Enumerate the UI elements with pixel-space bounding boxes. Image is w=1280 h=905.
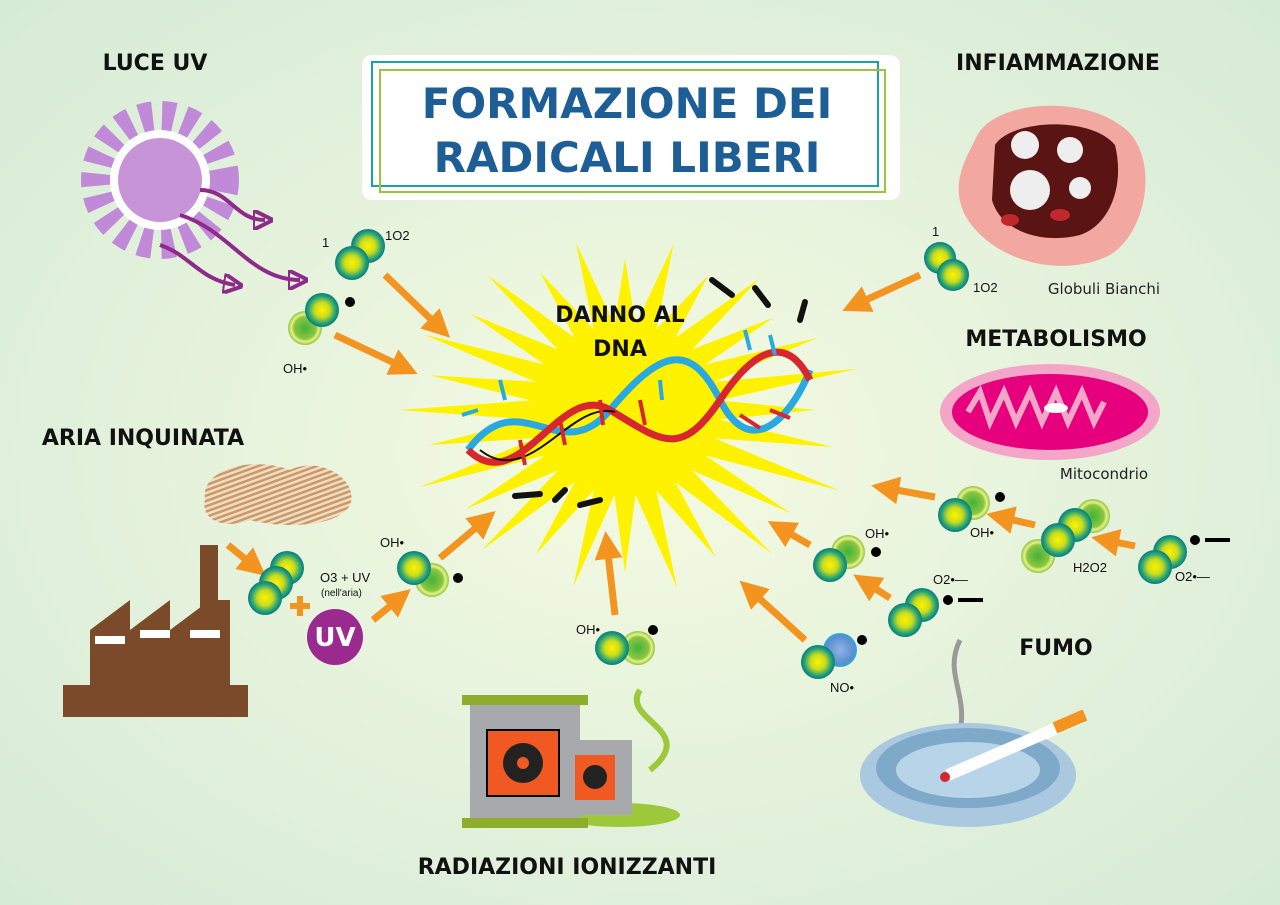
smoke-o2: O2•—: [933, 572, 968, 587]
uv-singlet-o2: 1O2: [385, 228, 410, 243]
smoke-no: NO•: [830, 680, 855, 695]
reaction-arrows: [225, 271, 1136, 643]
title-line-2: RADICALI LIBERI: [434, 133, 821, 182]
hydroxyl-met: [938, 486, 1005, 532]
ashtray-cigarette-icon: [860, 638, 1088, 827]
source-metabolism-label: METABOLISMO: [965, 327, 1146, 352]
superoxide-met: [1138, 535, 1230, 584]
infl-singlet-1: 1: [932, 224, 939, 239]
source-air-label: ARIA INQUINATA: [42, 426, 244, 451]
mitochondrion-icon: [940, 364, 1160, 460]
hydroxyl-radiation: [595, 625, 658, 665]
rad-oh: OH•: [576, 622, 601, 637]
peroxide-met: [1021, 499, 1110, 573]
singlet-oxygen-infl: [924, 242, 969, 291]
source-inflammation-label: INFIAMMAZIONE: [956, 51, 1160, 76]
dna-helix-icon: [461, 277, 814, 508]
uv-badge: [307, 609, 363, 665]
damage-starburst: [399, 242, 857, 588]
molecules: [248, 229, 1230, 679]
singlet-oxygen-uv: [335, 229, 385, 280]
superoxide-smoke: [888, 588, 983, 637]
title-box: FORMAZIONE DEI RADICALI LIBERI: [362, 55, 900, 200]
smoke-oh: OH•: [865, 526, 890, 541]
uv-badge-label: UV: [314, 623, 355, 653]
inflammation-tissue-icon: [958, 105, 1146, 266]
nitric-oxide: [801, 633, 867, 679]
met-oh: OH•: [970, 525, 995, 540]
hydroxyl-smoke: [813, 535, 881, 582]
air-note: (nell'aria): [321, 588, 362, 599]
ozone-air: [248, 551, 304, 615]
source-smoke-label: FUMO: [1019, 636, 1093, 661]
mitochondrion-caption: Mitocondrio: [1060, 465, 1148, 483]
hydroxyl-air: [397, 551, 463, 597]
uv-singlet-1: 1: [322, 235, 329, 250]
uv-oh: OH•: [283, 361, 308, 376]
infl-singlet-o2: 1O2: [973, 280, 998, 295]
hydroxyl-uv: [288, 293, 355, 345]
center-label-1: DANNO AL: [555, 303, 685, 328]
radioactive-barrels-icon: [462, 688, 680, 828]
source-uv-label: LUCE UV: [103, 51, 208, 76]
air-o3: O3 + UV: [320, 570, 371, 585]
source-radiation-label: RADIAZIONI IONIZZANTI: [418, 855, 717, 880]
air-oh: OH•: [380, 535, 405, 550]
white-cells-caption: Globuli Bianchi: [1048, 280, 1160, 298]
met-h2o2: H2O2: [1073, 560, 1107, 575]
title-line-1: FORMAZIONE DEI: [422, 79, 832, 128]
center-label-2: DNA: [593, 337, 647, 362]
met-o2: O2•—: [1175, 569, 1210, 584]
factory-icon: [63, 464, 352, 717]
sun-icon: [81, 101, 300, 285]
